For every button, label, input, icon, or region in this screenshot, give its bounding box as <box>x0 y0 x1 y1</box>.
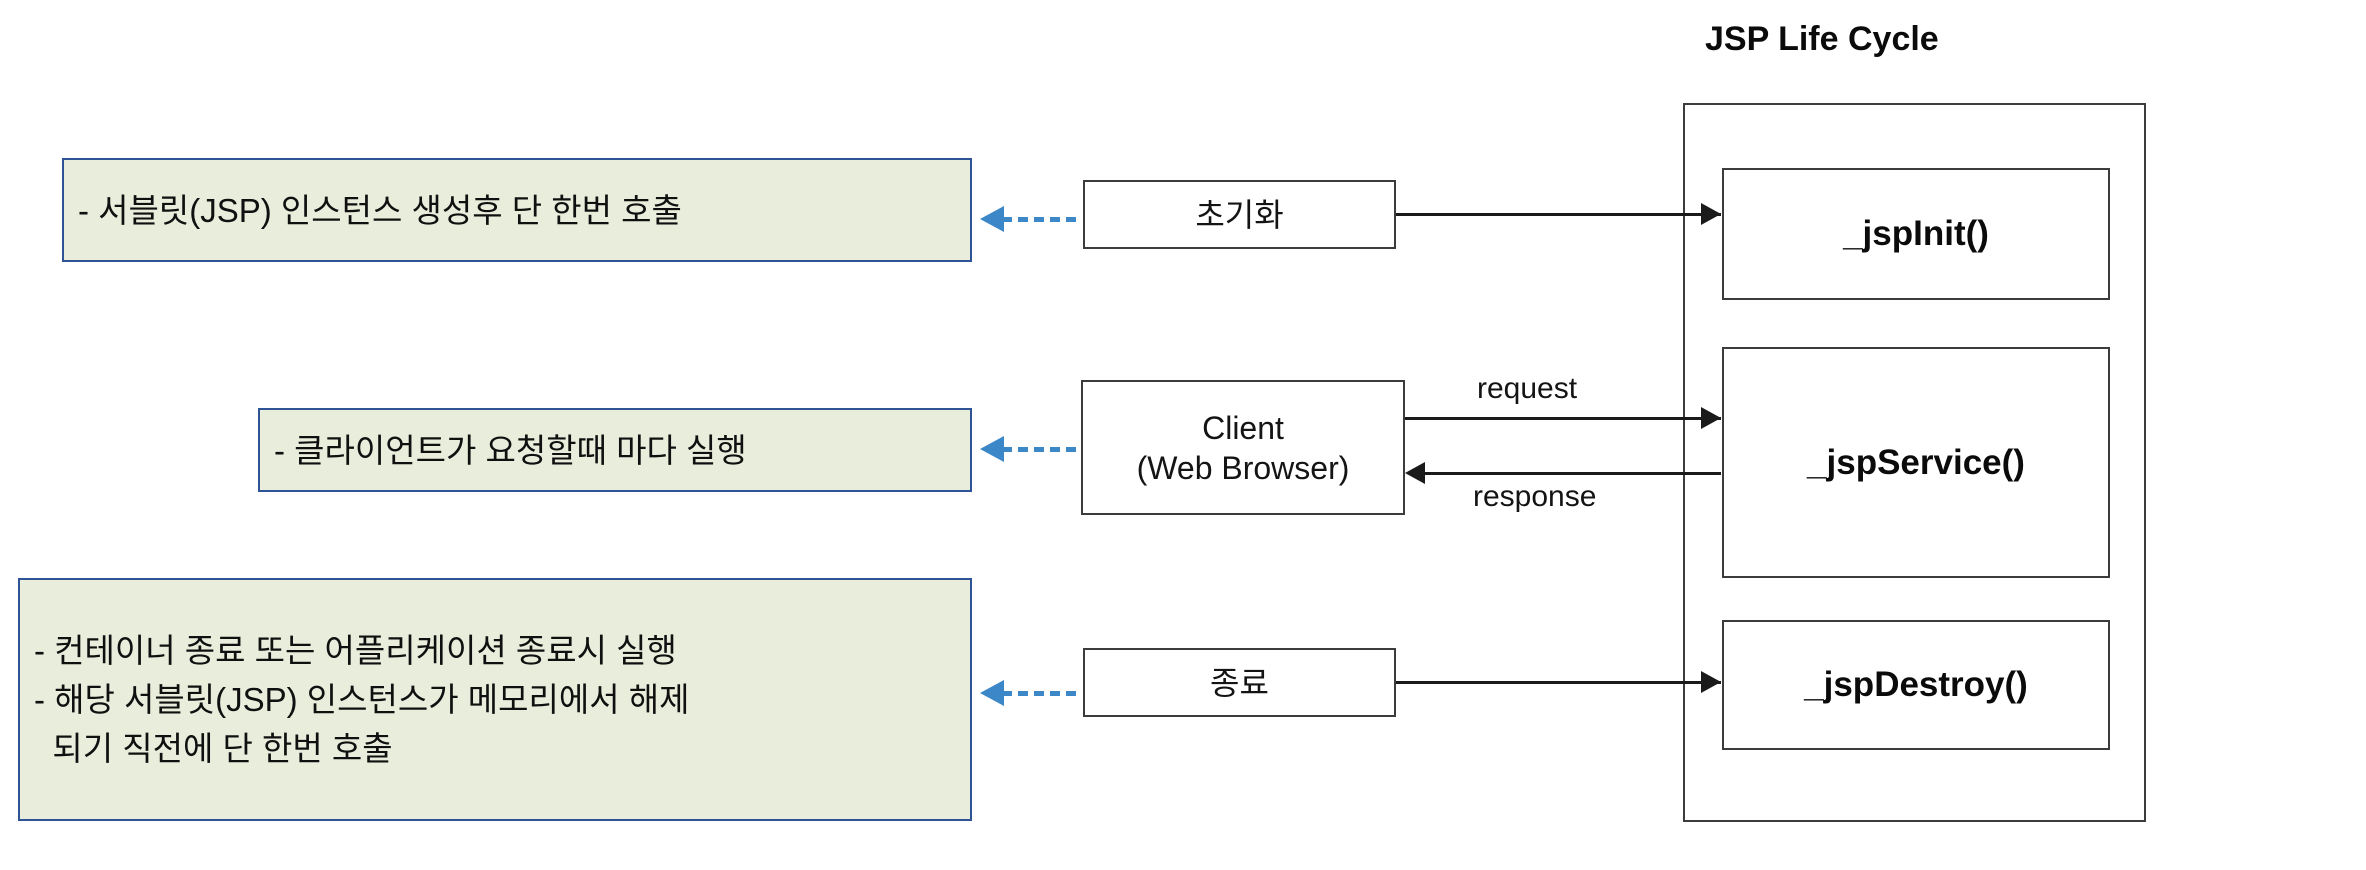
actor-box-init[interactable]: 초기화 <box>1083 180 1396 249</box>
actor-label-init: 초기화 <box>1195 196 1284 233</box>
dashed-arrow-head-service <box>980 436 1004 462</box>
actor-box-destroy[interactable]: 종료 <box>1083 648 1396 717</box>
lifecycle-label-jsp-service: _jspService() <box>1807 442 2025 482</box>
edge-label-response: response <box>1473 480 1597 513</box>
dashed-arrow-head-init <box>980 206 1004 232</box>
actor-label-destroy: 종료 <box>1210 664 1269 701</box>
note-box-destroy: - 컨테이너 종료 또는 어플리케이션 종료시 실행 - 해당 서블릿(JSP)… <box>18 578 972 821</box>
note-destroy-line-2: - 해당 서블릿(JSP) 인스턴스가 메모리에서 해제 <box>34 681 690 718</box>
lifecycle-box-jsp-init[interactable]: _jspInit() <box>1722 168 2110 300</box>
connector-response-arrowhead <box>1405 462 1425 484</box>
actor-sublabel-client: (Web Browser) <box>1136 449 1350 486</box>
diagram-title: JSP Life Cycle <box>1705 20 1939 58</box>
dashed-arrow-init <box>980 206 1076 232</box>
connector-destroy-arrowhead <box>1701 671 1721 693</box>
lifecycle-label-jsp-destroy: _jspDestroy() <box>1804 665 2028 704</box>
connector-init-arrowhead <box>1701 203 1721 225</box>
lifecycle-label-jsp-init: _jspInit() <box>1843 214 1989 253</box>
dashed-arrow-service <box>980 436 1076 462</box>
dashed-arrow-head-destroy <box>980 680 1004 706</box>
connector-request-arrowhead <box>1701 407 1721 429</box>
note-box-service: - 클라이언트가 요청할때 마다 실행 <box>258 408 972 492</box>
note-destroy-line-3: 되기 직전에 단 한번 호출 <box>34 730 393 767</box>
lifecycle-box-jsp-destroy[interactable]: _jspDestroy() <box>1722 620 2110 750</box>
note-service-line-1: - 클라이언트가 요청할때 마다 실행 <box>274 431 747 469</box>
actor-box-client[interactable]: Client (Web Browser) <box>1081 380 1405 515</box>
lifecycle-box-jsp-service[interactable]: _jspService() <box>1722 347 2110 578</box>
edge-label-request: request <box>1477 372 1578 405</box>
connector-init-line <box>1396 213 1721 216</box>
dashed-arrow-line-destroy <box>1002 691 1076 696</box>
note-destroy-line-1: - 컨테이너 종료 또는 어플리케이션 종료시 실행 <box>34 632 677 669</box>
dashed-arrow-destroy <box>980 680 1076 706</box>
connector-response-line <box>1425 472 1721 475</box>
connector-request-line <box>1405 417 1721 420</box>
note-init-line-1: - 서블릿(JSP) 인스턴스 생성후 단 한번 호출 <box>78 191 682 229</box>
actor-label-client: Client <box>1202 409 1284 446</box>
dashed-arrow-line-init <box>1002 217 1076 222</box>
connector-destroy-line <box>1396 681 1721 684</box>
dashed-arrow-line-service <box>1002 447 1076 452</box>
note-box-init: - 서블릿(JSP) 인스턴스 생성후 단 한번 호출 <box>62 158 972 262</box>
